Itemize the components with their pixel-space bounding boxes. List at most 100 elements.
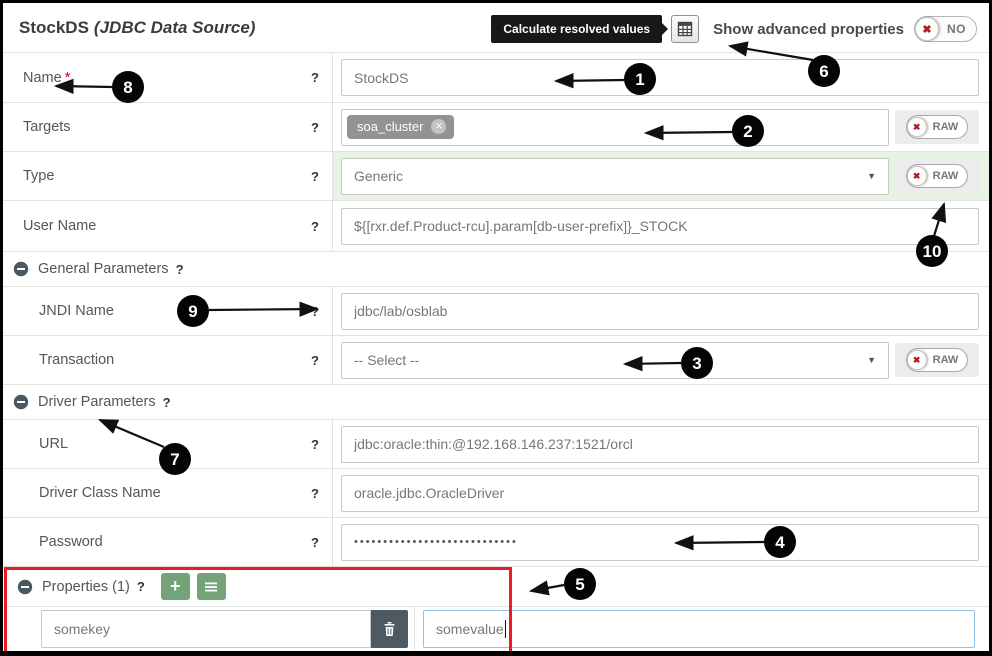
collapse-icon[interactable] xyxy=(13,261,29,277)
url-value-cell xyxy=(333,420,989,468)
type-label-cell: Type ? xyxy=(3,152,333,200)
transaction-select[interactable]: -- Select -- ▼ xyxy=(341,341,889,379)
dropdown-caret-icon: ▼ xyxy=(867,171,876,181)
property-value-cell: somevalue xyxy=(415,607,989,651)
jndi-name-help-icon[interactable]: ? xyxy=(311,303,319,319)
transaction-raw-cell: ✖ RAW xyxy=(895,343,979,377)
url-help-icon[interactable]: ? xyxy=(311,436,319,452)
add-property-button[interactable]: + xyxy=(160,573,190,600)
type-help-icon[interactable]: ? xyxy=(311,168,319,184)
general-parameters-help-icon[interactable]: ? xyxy=(175,261,184,277)
toggle-x-icon: ✖ xyxy=(915,17,939,41)
calculate-resolved-values-tooltip: Calculate resolved values xyxy=(491,15,668,43)
type-select[interactable]: Generic ▼ xyxy=(341,157,889,195)
driver-class-name-label: Driver Class Name xyxy=(39,485,161,501)
property-key-input[interactable] xyxy=(41,610,371,648)
list-properties-button[interactable] xyxy=(196,573,226,600)
field-row-password: Password ? xyxy=(3,518,989,567)
jndi-name-value-cell xyxy=(333,287,989,335)
field-row-transaction: Transaction ? -- Select -- ▼ ✖ RAW xyxy=(3,336,989,385)
driver-parameters-help-icon[interactable]: ? xyxy=(162,394,171,410)
url-input[interactable] xyxy=(341,425,979,463)
targets-raw-cell: ✖ RAW xyxy=(895,110,979,144)
raw-label: RAW xyxy=(932,354,959,366)
property-row: somevalue xyxy=(3,607,989,651)
transaction-label-cell: Transaction ? xyxy=(3,336,333,384)
user-name-input[interactable] xyxy=(341,207,979,245)
name-help-icon[interactable]: ? xyxy=(311,70,319,85)
page-title: StockDS xyxy=(19,17,89,37)
user-name-label-cell: User Name ? xyxy=(3,201,333,251)
user-name-help-icon[interactable]: ? xyxy=(311,218,319,234)
name-value-cell xyxy=(333,53,989,102)
password-help-icon[interactable]: ? xyxy=(311,534,319,550)
transaction-value-cell: -- Select -- ▼ ✖ RAW xyxy=(333,336,989,384)
calculate-resolved-values-button[interactable] xyxy=(671,15,700,43)
field-row-name: Name* ? xyxy=(3,53,989,103)
password-label: Password xyxy=(39,534,103,550)
targets-value-cell: soa_cluster ✕ ✖ RAW xyxy=(333,103,989,151)
field-row-url: URL ? xyxy=(3,420,989,469)
section-properties: Properties (1) ? + xyxy=(3,567,989,607)
collapse-icon[interactable] xyxy=(17,579,33,595)
targets-label: Targets xyxy=(23,119,71,135)
property-value-input[interactable]: somevalue xyxy=(423,610,975,648)
raw-x-icon: ✖ xyxy=(906,166,927,186)
url-label: URL xyxy=(39,436,69,452)
targets-label-cell: Targets ? xyxy=(3,103,333,151)
name-input[interactable] xyxy=(341,59,979,96)
section-driver-parameters: Driver Parameters ? xyxy=(3,385,989,420)
targets-help-icon[interactable]: ? xyxy=(311,119,319,135)
transaction-selected-value: -- Select -- xyxy=(354,352,420,368)
remove-target-icon[interactable]: ✕ xyxy=(431,119,447,134)
driver-class-name-label-cell: Driver Class Name ? xyxy=(3,469,333,517)
type-raw-cell: ✖ RAW xyxy=(895,159,979,193)
property-key-group xyxy=(41,610,408,648)
toggle-state-label: NO xyxy=(947,22,966,36)
calculator-icon xyxy=(677,21,693,37)
plus-icon: + xyxy=(170,575,181,596)
properties-title: Properties (1) xyxy=(42,578,130,595)
delete-property-button[interactable] xyxy=(371,610,408,648)
user-name-label: User Name xyxy=(23,218,97,234)
target-tag-label: soa_cluster xyxy=(357,119,424,134)
targets-input[interactable]: soa_cluster ✕ xyxy=(341,108,889,146)
password-value-cell xyxy=(333,518,989,566)
raw-x-icon: ✖ xyxy=(906,117,927,137)
user-name-value-cell xyxy=(333,201,989,251)
dropdown-caret-icon: ▼ xyxy=(867,355,876,365)
driver-class-name-value-cell xyxy=(333,469,989,517)
show-advanced-properties-label: Show advanced properties xyxy=(713,20,904,38)
driver-class-name-input[interactable] xyxy=(341,474,979,512)
trash-icon xyxy=(384,622,395,636)
jndi-name-input[interactable] xyxy=(341,292,979,330)
type-label: Type xyxy=(23,168,55,184)
field-row-driver-class-name: Driver Class Name ? xyxy=(3,469,989,518)
text-caret xyxy=(504,620,506,638)
general-parameters-title: General Parameters xyxy=(38,261,169,277)
field-row-type: Type ? Generic ▼ ✖ RAW xyxy=(3,152,989,201)
collapse-icon[interactable] xyxy=(13,394,29,410)
field-row-jndi-name: JNDI Name ? xyxy=(3,287,989,336)
type-raw-toggle[interactable]: ✖ RAW xyxy=(905,164,969,188)
page-subtitle: (JDBC Data Source) xyxy=(93,17,256,37)
property-value-text: somevalue xyxy=(436,621,504,637)
name-label-cell: Name* ? xyxy=(3,53,333,102)
list-icon xyxy=(205,582,218,591)
type-selected-value: Generic xyxy=(354,168,404,184)
properties-help-icon[interactable]: ? xyxy=(136,579,145,594)
targets-raw-toggle[interactable]: ✖ RAW xyxy=(905,115,969,139)
type-value-cell: Generic ▼ ✖ RAW xyxy=(333,152,989,200)
transaction-help-icon[interactable]: ? xyxy=(311,352,319,368)
password-input[interactable] xyxy=(341,523,979,561)
show-advanced-properties-toggle[interactable]: ✖ NO xyxy=(914,16,977,42)
transaction-raw-toggle[interactable]: ✖ RAW xyxy=(905,348,969,372)
raw-x-icon: ✖ xyxy=(906,350,927,370)
raw-label: RAW xyxy=(932,121,959,133)
driver-class-name-help-icon[interactable]: ? xyxy=(311,485,319,501)
header-toolbar: Calculate resolved values Show advanced … xyxy=(491,15,977,43)
transaction-label: Transaction xyxy=(39,352,115,368)
required-asterisk: * xyxy=(64,69,71,86)
jndi-name-label: JNDI Name xyxy=(39,303,114,319)
